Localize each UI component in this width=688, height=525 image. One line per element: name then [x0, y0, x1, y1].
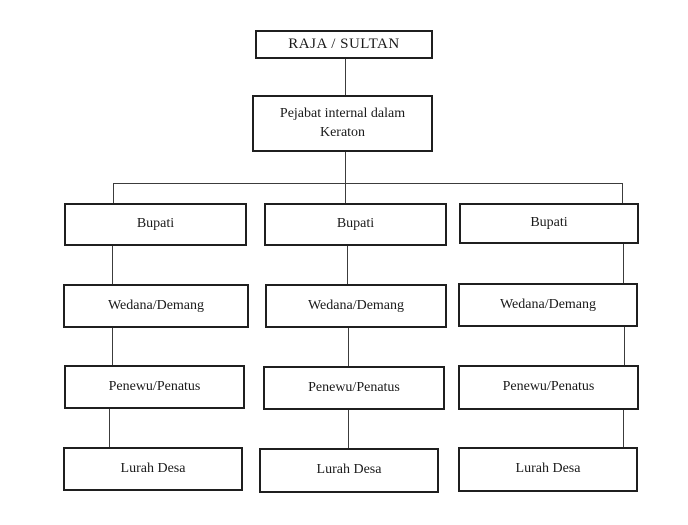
node-raja-sultan: RAJA / SULTAN: [255, 30, 433, 59]
connector-middle-2: [348, 328, 349, 366]
connector-level2-to-rail: [345, 152, 346, 183]
connector-rail: [113, 183, 623, 184]
connector-rail-drop-left: [113, 183, 114, 203]
connector-rail-drop-right: [622, 183, 623, 203]
node-bupati-left: Bupati: [64, 203, 247, 246]
connector-left-2: [112, 328, 113, 365]
node-lurah-desa-left: Lurah Desa: [63, 447, 243, 491]
connector-left-3: [109, 409, 110, 447]
connector-middle-3: [348, 410, 349, 448]
node-penewu-penatus-left: Penewu/Penatus: [64, 365, 245, 409]
connector-right-1: [623, 244, 624, 283]
connector-right-3: [623, 410, 624, 447]
connector-right-2: [624, 327, 625, 365]
node-wedana-demang-left: Wedana/Demang: [63, 284, 249, 328]
node-bupati-right: Bupati: [459, 203, 639, 244]
connector-left-1: [112, 246, 113, 284]
node-lurah-desa-right: Lurah Desa: [458, 447, 638, 492]
connector-rail-drop-middle: [345, 183, 346, 203]
node-lurah-desa-middle: Lurah Desa: [259, 448, 439, 493]
connector-middle-1: [347, 246, 348, 284]
node-penewu-penatus-middle: Penewu/Penatus: [263, 366, 445, 410]
connector-root-to-level2: [345, 59, 346, 95]
node-wedana-demang-right: Wedana/Demang: [458, 283, 638, 327]
node-penewu-penatus-right: Penewu/Penatus: [458, 365, 639, 410]
node-pejabat-internal-keraton: Pejabat internal dalam Keraton: [252, 95, 433, 152]
node-wedana-demang-middle: Wedana/Demang: [265, 284, 447, 328]
node-bupati-middle: Bupati: [264, 203, 447, 246]
